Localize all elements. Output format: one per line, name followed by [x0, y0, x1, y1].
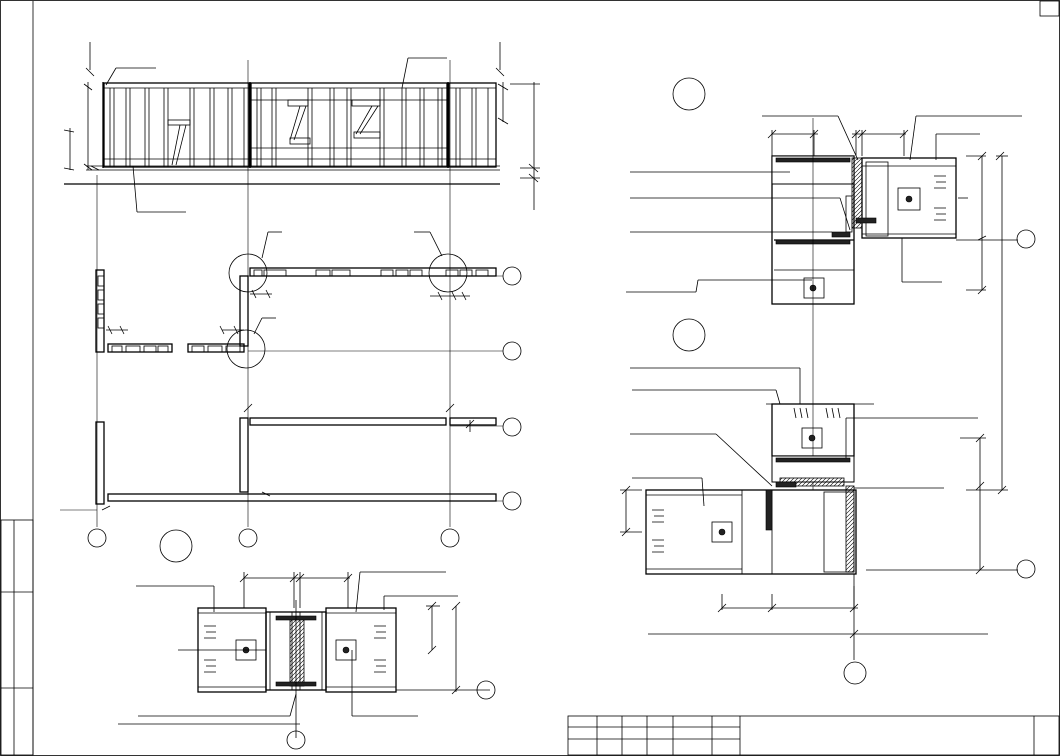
facade-elevation — [63, 42, 540, 527]
axis-bubble — [1016, 559, 1036, 579]
axis-bubble — [502, 417, 522, 437]
detail-section-marker — [159, 529, 193, 563]
axis-bubble — [502, 266, 522, 286]
axis-bubble — [440, 528, 460, 548]
title-block — [567, 715, 1060, 756]
detail-section-marker — [672, 77, 706, 111]
detail-callout-circle — [428, 253, 468, 293]
axis-bubble — [843, 661, 867, 685]
detail-callout-circle — [226, 329, 266, 369]
axis-bubble — [87, 528, 107, 548]
axis-bubble — [238, 528, 258, 548]
axis-bubble — [476, 680, 496, 700]
axis-bubble — [502, 341, 522, 361]
detail-callout-circle — [228, 253, 268, 293]
axis-bubble — [502, 491, 522, 511]
axis-bubble — [286, 730, 306, 750]
detail-wall-joint — [118, 571, 496, 750]
plan-view — [60, 231, 522, 563]
detail-section-upper — [626, 77, 1036, 490]
axis-bubble — [1016, 229, 1036, 249]
detail-section-lower — [620, 318, 1036, 685]
detail-section-marker — [672, 318, 706, 352]
